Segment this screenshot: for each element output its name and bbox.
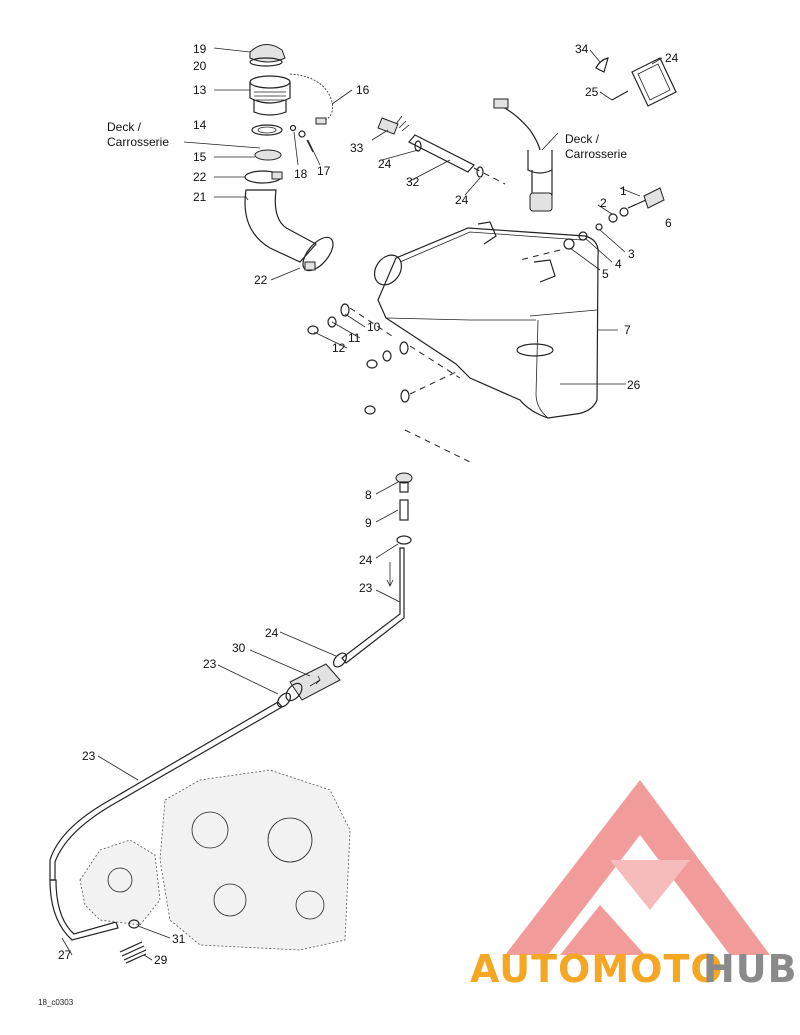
watermark-logo	[505, 780, 770, 955]
watermark-text: AUTOMOTO HUB	[470, 947, 798, 991]
pickup-29	[377, 115, 410, 135]
callout-14: 14	[193, 118, 207, 132]
leader-lines	[61, 47, 663, 961]
ring-27	[128, 919, 140, 929]
callout-24-b: 24	[455, 193, 469, 207]
callout-24-c: 24	[359, 553, 373, 567]
callout-12: 12	[332, 341, 346, 355]
callout-3: 3	[628, 247, 635, 261]
callout-9: 9	[365, 516, 372, 530]
watermark-word-automoto: AUTOMOTO	[470, 947, 724, 991]
callout-34: 34	[575, 42, 589, 56]
bracket-30	[631, 57, 677, 107]
deck-caption-right: Deck / Carrosserie	[565, 132, 627, 161]
callout-1: 1	[620, 184, 627, 198]
svg-text:Carrosserie: Carrosserie	[107, 135, 169, 149]
deck-caption-left: Deck / Carrosserie	[107, 120, 169, 149]
routing-line	[404, 429, 471, 463]
spring-33	[119, 941, 147, 964]
callout-22-a: 22	[193, 170, 207, 184]
callout-33: 29	[154, 953, 168, 967]
callout-32: 26	[627, 378, 641, 392]
callout-4: 4	[615, 257, 622, 271]
shaft-28	[408, 134, 506, 185]
hose-23-upper	[341, 547, 405, 664]
reference-code: 18_c0303	[38, 998, 74, 1007]
fuel-filter-25	[285, 663, 341, 702]
callout-19: 19	[193, 42, 207, 56]
callout-28: 32	[406, 175, 420, 189]
filler-neck-13	[249, 75, 291, 116]
fitting-8	[395, 472, 413, 493]
callout-8: 8	[365, 488, 372, 502]
svg-text:Carrosserie: Carrosserie	[565, 147, 627, 161]
fuel-tank-7	[373, 221, 599, 419]
clamp-22-upper	[244, 170, 283, 184]
callout-6: 6	[665, 216, 672, 230]
svg-text:Deck /: Deck /	[107, 120, 142, 134]
callout-24-a: 24	[378, 157, 392, 171]
filler-cap-19	[249, 44, 286, 67]
mount-hardware-left	[307, 303, 461, 415]
screw-31	[611, 90, 629, 101]
callout-7: 7	[624, 323, 631, 337]
clamps-24-upper	[414, 140, 484, 178]
callout-15: 15	[193, 150, 207, 164]
callout-13: 13	[193, 83, 207, 97]
callout-21: 21	[193, 190, 207, 204]
callout-18: 18	[294, 167, 308, 181]
washers-17-18	[289, 124, 314, 153]
callout-22-b: 22	[254, 273, 268, 287]
callout-29: 33	[350, 141, 364, 155]
tie-34	[595, 57, 609, 73]
callout-23-b: 23	[82, 749, 96, 763]
screw-assembly-1-6	[519, 187, 665, 261]
callout-24-e: 23	[203, 657, 217, 671]
clamp-24-upper-filter	[332, 652, 348, 668]
sender-cable-upper	[493, 98, 541, 151]
fitting-9	[399, 499, 409, 521]
callout-16: 16	[356, 83, 370, 97]
engine-block	[159, 769, 351, 951]
svg-text:Deck /: Deck /	[565, 132, 600, 146]
callout-5: 5	[602, 267, 609, 281]
callout-30: 24	[665, 51, 679, 65]
callout-20: 20	[193, 59, 207, 73]
clamp-24-lower	[276, 692, 292, 708]
hose-26	[49, 879, 119, 941]
callout-31: 25	[585, 85, 599, 99]
clamp-22-lower	[302, 236, 334, 272]
hose-21	[244, 189, 317, 263]
clamp-24-mid	[396, 535, 412, 545]
callout-25: 30	[232, 641, 246, 655]
tether-chain-16	[289, 73, 334, 125]
callout-11: 11	[348, 331, 361, 345]
callout-27: 31	[172, 932, 186, 946]
carburetor	[79, 839, 161, 926]
gasket-14	[251, 124, 283, 136]
callout-24-d: 24	[265, 626, 279, 640]
callout-numbers: 19 20 13 14 15 22 21 22 16 17 18 33 24 3…	[58, 42, 679, 967]
sender-unit	[527, 150, 553, 212]
watermark-word-hub: HUB	[703, 947, 798, 991]
callout-26: 27	[58, 948, 72, 962]
callout-17: 17	[317, 164, 331, 178]
callout-23-a: 23	[359, 581, 373, 595]
callout-2: 2	[600, 196, 607, 210]
callout-10: 10	[367, 320, 381, 334]
nut-15	[254, 149, 282, 161]
